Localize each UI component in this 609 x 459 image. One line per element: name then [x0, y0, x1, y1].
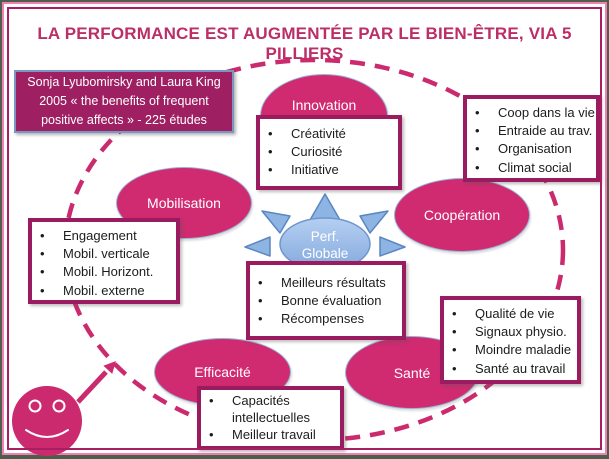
sante-detail-box: •Qualité de vie •Signaux physio. •Moindr… — [440, 296, 581, 384]
bullet-dot: • — [452, 306, 457, 321]
smiley-eye-right — [52, 399, 66, 413]
perf-globale-label-line2: Globale — [302, 246, 349, 261]
pillar-label-sante: Santé — [393, 364, 431, 381]
bullet-dot: • — [475, 105, 480, 120]
ray-upper-right — [359, 210, 389, 234]
smiley-eye-left — [28, 399, 42, 413]
bullet-item: •Initiative — [268, 161, 390, 179]
smiley-head — [12, 386, 82, 456]
bullet-dot: • — [475, 123, 480, 139]
ray-right — [379, 236, 406, 257]
citation-text: Sonja Lyubomirsky and Laura King 2005 « … — [27, 75, 221, 127]
bullet-dot: • — [258, 311, 263, 327]
citation-box: Sonja Lyubomirsky and Laura King 2005 « … — [14, 70, 234, 133]
bullet-dot: • — [40, 264, 45, 280]
pillar-label-innovation: Innovation — [291, 97, 357, 113]
bullet-item: •Signaux physio. — [452, 323, 569, 341]
ray-upper-left — [261, 210, 291, 234]
bullet-dot: • — [268, 162, 273, 178]
bullet-dot: • — [209, 393, 214, 408]
pillar-label-efficacite: Efficacité — [194, 364, 251, 380]
bullet-item: •Curiosité — [268, 143, 390, 161]
bullet-item: •Bonne évaluation — [258, 292, 394, 310]
arrowhead — [103, 361, 116, 374]
efficacite-detail-box: •Capacités intellectuelles •Meilleur tra… — [197, 386, 344, 450]
mobilisation-detail-box: •Engagement •Mobil. verticale •Mobil. Ho… — [28, 218, 180, 304]
bullet-item: •Organisation — [475, 140, 588, 158]
bullet-dot: • — [40, 246, 45, 262]
cooperation-detail-box: •Coop dans la vie •Entraide au trav. •Or… — [463, 95, 600, 182]
bullet-dot: • — [258, 275, 263, 290]
bullet-item: •Coop dans la vie — [475, 104, 595, 122]
bullet-dot: • — [452, 360, 457, 376]
bullet-item: •Mobil. Horizont. — [40, 263, 168, 281]
page-title: LA PERFORMANCE EST AUGMENTÉE PAR LE BIEN… — [37, 24, 572, 63]
bullet-item: •Créativité — [268, 125, 390, 143]
bullet-item: •Mobil. externe — [40, 282, 168, 300]
perf-globale-detail-box: •Meilleurs résultats •Bonne évaluation •… — [246, 261, 406, 340]
bullet-dot: • — [40, 228, 45, 243]
bullet-dot: • — [475, 159, 480, 175]
bullet-dot: • — [268, 126, 273, 141]
bullet-item: •Qualité de vie — [452, 305, 569, 323]
bullet-dot: • — [268, 144, 273, 160]
ray-top — [309, 193, 341, 221]
bullet-dot: • — [258, 293, 263, 309]
bullet-item: •Santé au travail — [452, 360, 569, 378]
bullet-item: •Engagement — [40, 227, 168, 245]
bullet-dot: • — [452, 342, 457, 358]
bullet-item: •Mobil. verticale — [40, 245, 168, 263]
innovation-detail-box: •Créativité •Curiosité •Initiative — [256, 115, 402, 190]
bullet-item: •Capacités intellectuelles — [209, 393, 311, 425]
bullet-item: •Entraide au trav. — [475, 122, 592, 140]
bullet-dot: • — [209, 426, 214, 442]
bullet-item: •Meilleur travail — [209, 426, 316, 442]
pillar-label-cooperation: Coopération — [423, 207, 501, 223]
perf-globale-label-line1: Perf. — [311, 229, 340, 244]
ray-left — [244, 236, 271, 257]
wellbeing-dashed-ellipse — [62, 57, 566, 443]
bullet-item: •Climat social — [475, 159, 588, 177]
pillar-label-mobilisation: Mobilisation — [147, 195, 221, 211]
bullet-item: •Meilleurs résultats — [258, 274, 394, 292]
bullet-dot: • — [452, 324, 457, 340]
bullet-dot: • — [475, 141, 480, 157]
bullet-item: •Moindre maladie — [452, 341, 571, 359]
bullet-dot: • — [40, 282, 45, 298]
arrow-up-right-icon — [76, 370, 108, 404]
pillar-ellipse-mobilisation: Mobilisation — [116, 167, 252, 239]
sun-rays-icon: Perf. Globale — [244, 193, 406, 271]
background-layer — [62, 57, 566, 443]
smiley-smile — [25, 429, 69, 438]
pillar-ellipse-cooperation: Coopération — [394, 178, 530, 252]
happy-face-icon — [12, 386, 82, 456]
bullet-item: •Récompenses — [258, 310, 394, 328]
